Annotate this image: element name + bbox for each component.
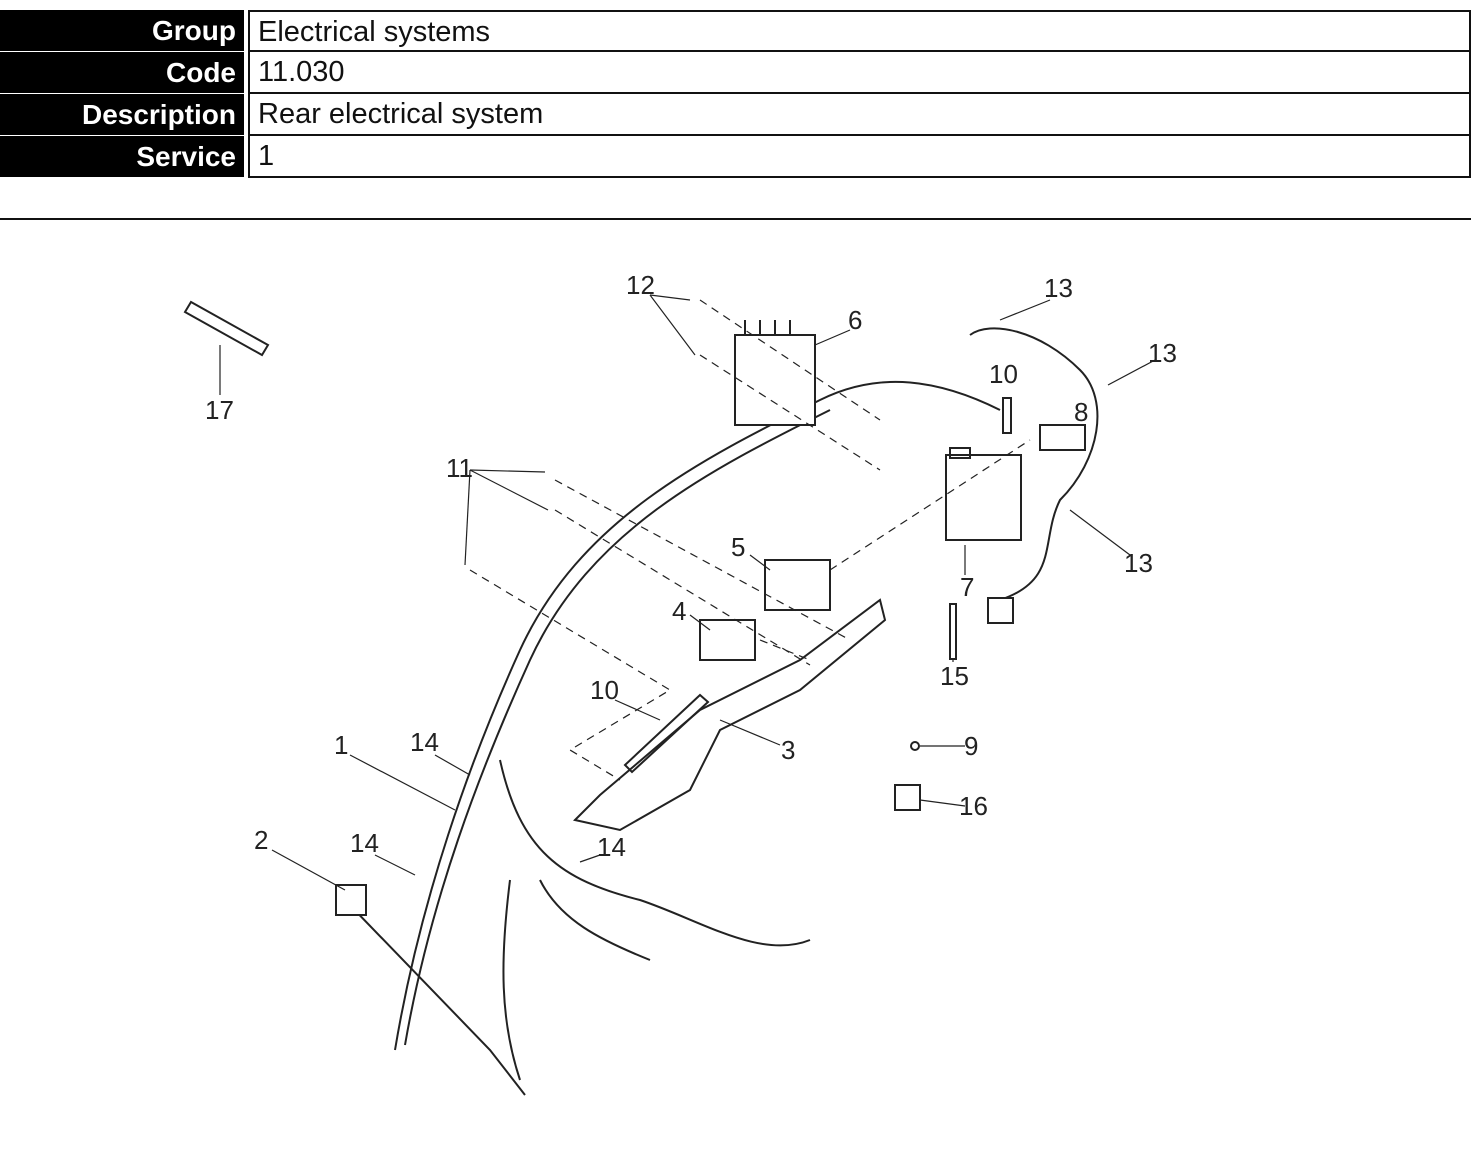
cable-tie <box>1002 397 1012 434</box>
diagram-drawing <box>183 294 1156 1096</box>
callout-2: 2 <box>254 825 268 855</box>
callout-labels: 17 12 6 13 13 10 8 11 5 7 13 4 15 10 3 1… <box>205 270 1177 862</box>
group-label: Group <box>0 10 244 52</box>
callout-16: 16 <box>959 791 988 821</box>
callout-14: 14 <box>350 828 379 858</box>
callout-14: 14 <box>410 727 439 757</box>
callout-13: 13 <box>1148 338 1177 368</box>
callout-5: 5 <box>731 532 745 562</box>
fuse-holder <box>1039 424 1086 451</box>
callout-8: 8 <box>1074 397 1088 427</box>
callout-14: 14 <box>597 832 626 862</box>
battery <box>945 454 1022 541</box>
main-harness <box>394 380 1001 1051</box>
info-row-description: Description Rear electrical system <box>0 94 1471 136</box>
description-label: Description <box>0 94 244 136</box>
code-value: 11.030 <box>248 52 1471 94</box>
callout-1: 1 <box>334 730 348 760</box>
code-label: Code <box>0 52 244 94</box>
callout-13: 13 <box>1044 273 1073 303</box>
callout-10: 10 <box>590 675 619 705</box>
callout-3: 3 <box>781 735 795 765</box>
bracket <box>573 598 887 832</box>
callout-9: 9 <box>964 731 978 761</box>
voltage-regulator <box>734 334 816 426</box>
relay <box>699 619 756 661</box>
service-label: Service <box>0 136 244 178</box>
callout-12: 12 <box>626 270 655 300</box>
info-row-code: Code 11.030 <box>0 52 1471 94</box>
callout-13: 13 <box>1124 548 1153 578</box>
callout-7: 7 <box>960 572 974 602</box>
info-row-service: Service 1 <box>0 136 1471 178</box>
callout-17: 17 <box>205 395 234 425</box>
sleeve-part <box>183 300 270 357</box>
service-value: 1 <box>248 136 1471 178</box>
info-table: Group Electrical systems Code 11.030 Des… <box>0 10 1471 178</box>
info-row-group: Group Electrical systems <box>0 10 1471 52</box>
group-value: Electrical systems <box>248 10 1471 52</box>
divider <box>0 218 1471 220</box>
callout-4: 4 <box>672 596 686 626</box>
control-module <box>764 559 831 611</box>
switch <box>894 784 921 811</box>
description-value: Rear electrical system <box>248 94 1471 136</box>
callout-15: 15 <box>940 661 969 691</box>
callout-11: 11 <box>446 453 473 483</box>
callout-10: 10 <box>989 359 1018 389</box>
lambda-sensor <box>344 899 526 1096</box>
callout-6: 6 <box>848 305 862 335</box>
